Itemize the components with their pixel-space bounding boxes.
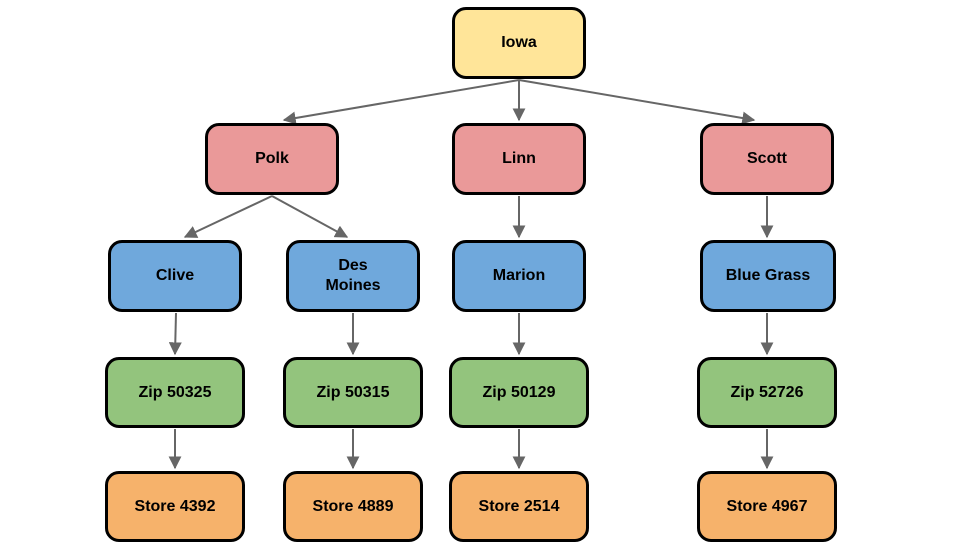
node-label: Zip 52726 bbox=[730, 383, 804, 401]
node-polk[interactable]: Polk bbox=[205, 123, 339, 195]
node-zip-52726[interactable]: Zip 52726 bbox=[697, 357, 837, 428]
node-zip-50325[interactable]: Zip 50325 bbox=[105, 357, 245, 428]
node-scott[interactable]: Scott bbox=[700, 123, 834, 195]
node-label: Des Moines bbox=[325, 257, 381, 294]
node-marion[interactable]: Marion bbox=[452, 240, 586, 312]
edge-clive-zip bbox=[168, 312, 182, 356]
node-zip-50315[interactable]: Zip 50315 bbox=[283, 357, 423, 428]
node-clive[interactable]: Clive bbox=[108, 240, 242, 312]
node-store-4889[interactable]: Store 4889 bbox=[283, 471, 423, 542]
node-label: Zip 50129 bbox=[482, 383, 556, 401]
edge-iowa-scott bbox=[518, 79, 756, 125]
node-label: Store 2514 bbox=[478, 497, 560, 515]
edge-polk-clive bbox=[183, 195, 273, 238]
node-label: Zip 50325 bbox=[138, 383, 212, 401]
node-store-4392[interactable]: Store 4392 bbox=[105, 471, 245, 542]
node-label: Clive bbox=[155, 267, 195, 284]
node-label: Marion bbox=[492, 267, 546, 284]
edge-iowa-polk bbox=[282, 79, 520, 125]
node-des-moines[interactable]: Des Moines bbox=[286, 240, 420, 312]
node-label: Linn bbox=[502, 150, 536, 167]
node-linn[interactable]: Linn bbox=[452, 123, 586, 195]
edge-polk-des-moines bbox=[271, 195, 349, 238]
node-label: Blue Grass bbox=[725, 267, 811, 284]
node-label: Store 4967 bbox=[726, 497, 808, 515]
node-store-4967[interactable]: Store 4967 bbox=[697, 471, 837, 542]
node-label: Store 4392 bbox=[134, 497, 216, 515]
node-blue-grass[interactable]: Blue Grass bbox=[700, 240, 836, 312]
node-label: Scott bbox=[747, 150, 787, 167]
node-store-2514[interactable]: Store 2514 bbox=[449, 471, 589, 542]
node-label: Store 4889 bbox=[312, 497, 394, 515]
node-iowa[interactable]: Iowa bbox=[452, 7, 586, 79]
node-zip-50129[interactable]: Zip 50129 bbox=[449, 357, 589, 428]
node-label: Iowa bbox=[501, 34, 537, 51]
node-label: Polk bbox=[255, 150, 289, 167]
node-label: Zip 50315 bbox=[316, 383, 390, 401]
